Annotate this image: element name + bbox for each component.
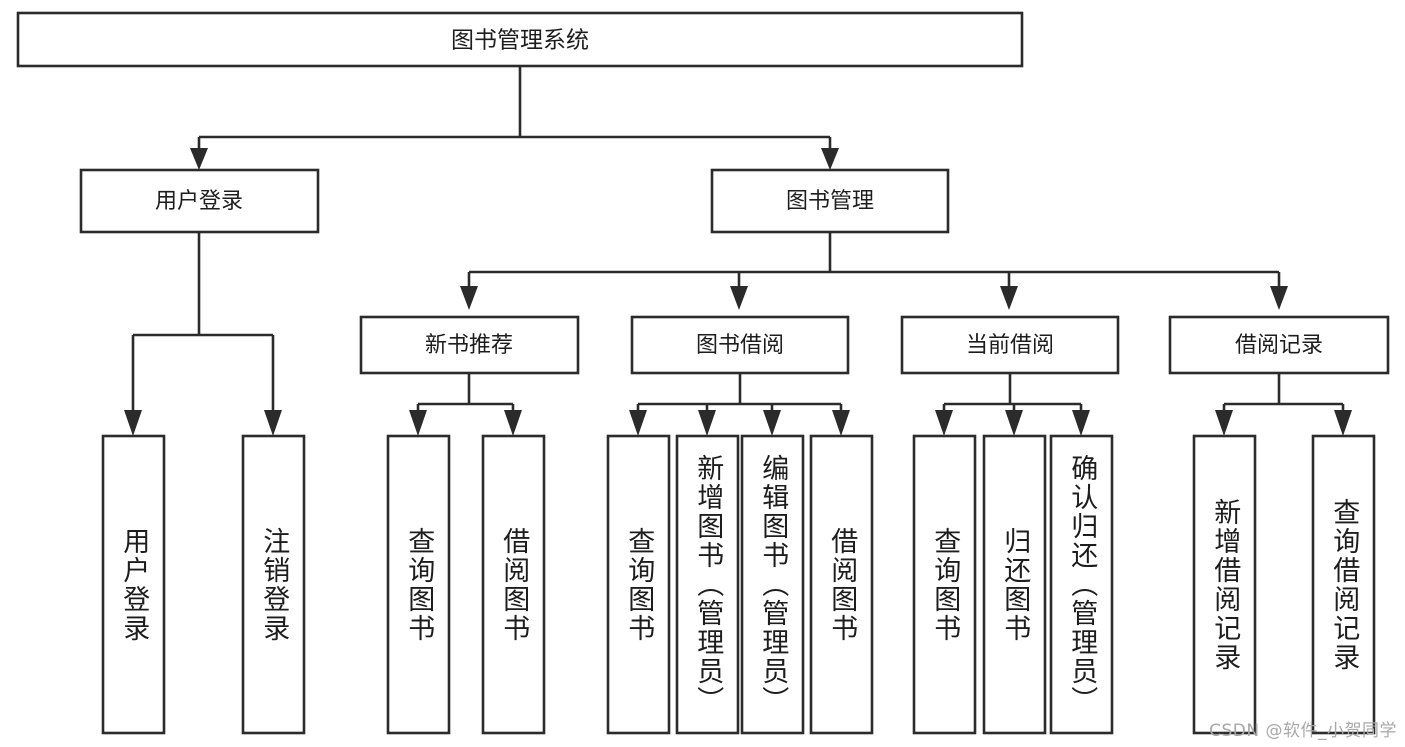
connector-new-book-to-leaves	[409, 373, 522, 436]
node-current-borrow-label: 当前借阅	[966, 333, 1054, 358]
node-borrow-record-label: 借阅记录	[1235, 333, 1323, 358]
node-new-book-recommend-label: 新书推荐	[425, 333, 513, 358]
node-book-borrow[interactable]: 图书借阅	[630, 315, 850, 375]
leaf-box-current-borrow-2[interactable]	[1049, 434, 1114, 735]
node-current-borrow-box[interactable]	[900, 315, 1120, 375]
node-current-borrow[interactable]: 当前借阅	[900, 315, 1120, 375]
arrow-borrow-record-leaf-0	[1215, 410, 1233, 436]
leaf-box-book-borrow-0[interactable]	[606, 434, 671, 735]
arrow-book-borrow-leaf-2	[763, 410, 781, 436]
arrow-to-current-borrow	[1000, 286, 1018, 310]
node-book-borrow-label: 图书借阅	[696, 333, 784, 358]
arrow-book-borrow-leaf-3	[832, 410, 850, 436]
arrow-to-new-book	[460, 286, 478, 310]
leaf-box-book-borrow-3[interactable]	[809, 434, 874, 735]
node-book-borrow-box[interactable]	[630, 315, 850, 375]
leaf-box-borrow-record-0[interactable]	[1192, 434, 1257, 735]
connector-current-borrow-to-leaves	[935, 373, 1090, 436]
leaf-box-new-book-1[interactable]	[481, 434, 546, 735]
node-borrow-record-box[interactable]	[1168, 315, 1390, 375]
node-book-manage-box[interactable]	[710, 168, 950, 234]
leaf-box-user-login-0[interactable]	[101, 434, 166, 735]
arrow-user-login-leaf-0	[124, 410, 142, 436]
arrow-to-borrow-record	[1270, 286, 1288, 310]
node-root[interactable]: 图书管理系统	[16, 11, 1024, 68]
node-new-book-recommend-box[interactable]	[359, 315, 580, 375]
node-new-book-recommend[interactable]: 新书推荐	[359, 315, 580, 375]
node-borrow-record[interactable]: 借阅记录	[1168, 315, 1390, 375]
connector-borrow-record-to-leaves	[1215, 373, 1352, 436]
arrow-user-login-leaf-1	[264, 410, 282, 436]
connector-root-to-level2	[190, 66, 839, 170]
leaf-box-user-login-1[interactable]	[241, 434, 306, 735]
arrow-to-book-manage	[821, 148, 839, 170]
connector-book-borrow-to-leaves	[629, 373, 850, 436]
arrow-new-book-leaf-0	[409, 410, 427, 436]
arrow-book-borrow-leaf-1	[698, 410, 716, 436]
node-book-manage[interactable]: 图书管理	[710, 168, 950, 234]
arrow-current-borrow-leaf-1	[1005, 410, 1023, 436]
arrow-book-borrow-leaf-0	[629, 410, 647, 436]
node-root-box[interactable]	[16, 11, 1024, 68]
arrow-current-borrow-leaf-2	[1072, 410, 1090, 436]
arrow-current-borrow-leaf-0	[935, 410, 953, 436]
leaf-box-current-borrow-1[interactable]	[982, 434, 1047, 735]
csdn-watermark: CSDN @软件_小贺同学	[1209, 721, 1397, 741]
connector-book-manage-to-level3	[460, 232, 1288, 310]
node-book-manage-label: 图书管理	[786, 189, 874, 214]
arrow-new-book-leaf-1	[504, 410, 522, 436]
connector-user-login-to-leaves	[124, 232, 282, 436]
arrow-borrow-record-leaf-1	[1334, 410, 1352, 436]
leaf-box-current-borrow-0[interactable]	[912, 434, 977, 735]
node-user-login[interactable]: 用户登录	[79, 168, 320, 234]
node-root-label: 图书管理系统	[451, 28, 589, 54]
leaf-box-new-book-0[interactable]	[386, 434, 451, 735]
node-user-login-label: 用户登录	[155, 189, 243, 214]
leaf-box-borrow-record-1[interactable]	[1311, 434, 1376, 735]
arrow-to-book-borrow	[730, 286, 748, 310]
leaf-box-book-borrow-1[interactable]	[675, 434, 740, 735]
arrow-to-user-login	[190, 148, 208, 170]
leaf-box-book-borrow-2[interactable]	[740, 434, 805, 735]
